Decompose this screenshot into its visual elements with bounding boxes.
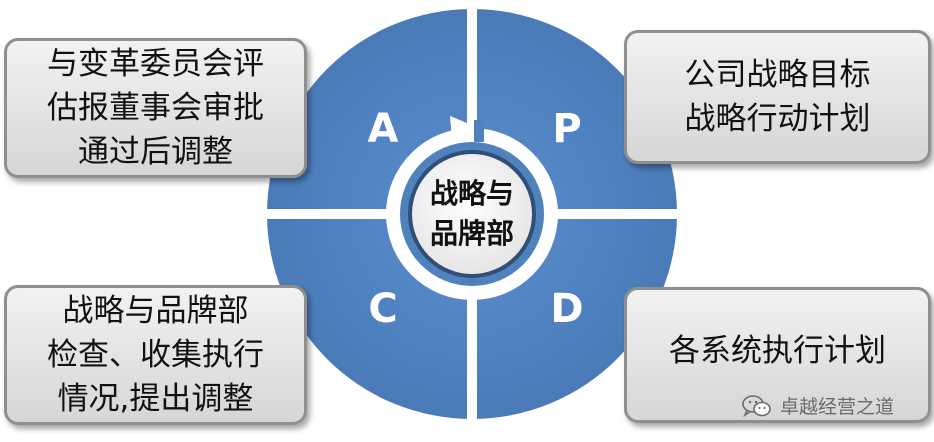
act-card-line: 与变革委员会评 xyxy=(47,46,264,82)
cycle-arrow-head xyxy=(450,116,474,140)
quadrant-label-d: D xyxy=(550,286,583,332)
act-card: 与变革委员会评 估报董事会审批 通过后调整 xyxy=(4,38,307,178)
act-card-line: 估报董事会审批 xyxy=(47,90,264,126)
center-hub xyxy=(412,154,532,274)
quadrant-label-c: C xyxy=(368,286,397,332)
center-title-line2: 品牌部 xyxy=(430,217,514,250)
check-card-line: 情况,提出调整 xyxy=(57,381,254,417)
check-card-line: 战略与品牌部 xyxy=(62,293,249,329)
do-card: 各系统执行计划 xyxy=(624,287,931,423)
wechat-icon xyxy=(742,394,771,417)
act-card-line: 通过后调整 xyxy=(78,134,233,170)
do-card-line: 各系统执行计划 xyxy=(669,333,886,369)
watermark-text: 卓越经营之道 xyxy=(779,396,894,418)
center-title-line1: 战略与 xyxy=(430,177,514,210)
ring-gap xyxy=(474,120,484,142)
quadrant-label-p: P xyxy=(552,106,581,152)
plan-card: 公司战略目标 战略行动计划 xyxy=(624,30,931,164)
quadrant-label-a: A xyxy=(368,106,399,152)
check-card-line: 检查、收集执行 xyxy=(47,337,264,373)
plan-card-line: 战略行动计划 xyxy=(684,101,871,137)
check-card: 战略与品牌部 检查、收集执行 情况,提出调整 xyxy=(4,285,307,425)
plan-card-line: 公司战略目标 xyxy=(684,57,871,93)
watermark: 卓越经营之道 xyxy=(742,392,894,419)
